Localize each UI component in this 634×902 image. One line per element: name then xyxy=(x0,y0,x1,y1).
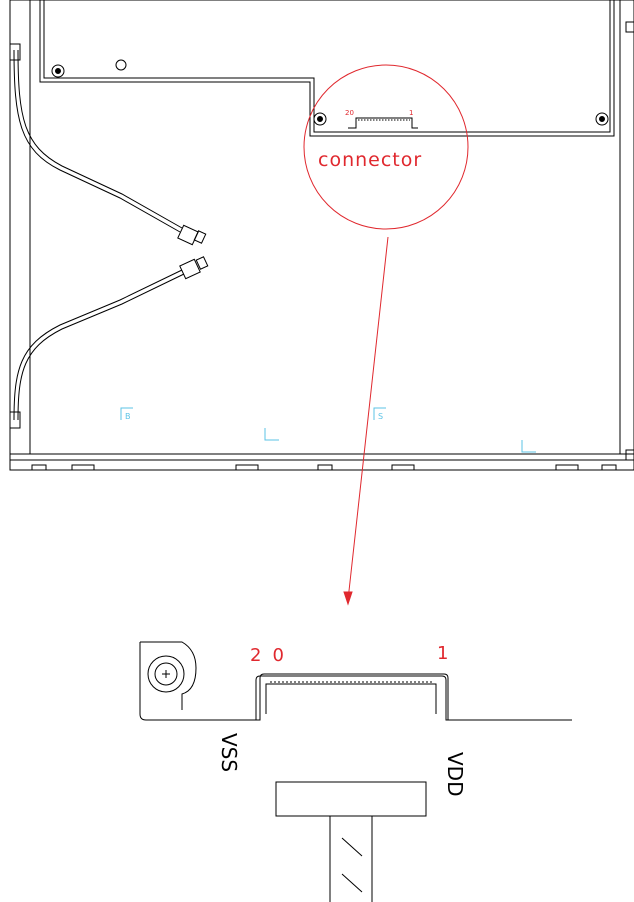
screw-hole xyxy=(595,112,609,126)
connector-callout xyxy=(303,64,469,606)
mounting-hole xyxy=(115,59,127,71)
pcb-board xyxy=(39,0,615,137)
backlight-cable-upper xyxy=(13,49,183,233)
marker-b xyxy=(120,407,279,441)
detail-screw-icon xyxy=(147,655,185,693)
cable-plug-lower xyxy=(179,256,209,280)
callout-label: connector xyxy=(318,149,422,171)
fpc-cable-plug xyxy=(275,781,427,817)
fpc-cable xyxy=(329,816,373,902)
vdd-label: VDD xyxy=(443,752,467,796)
screw-hole xyxy=(51,64,65,78)
marker-b-label: B xyxy=(125,412,131,421)
detail-pin-20: 20 xyxy=(250,645,284,666)
cable-plug-upper xyxy=(177,224,207,246)
connector-small xyxy=(348,117,418,129)
callout-pin-1: 1 xyxy=(409,109,413,117)
detail-board xyxy=(139,641,572,721)
callout-pin-20: 20 xyxy=(345,109,354,117)
backlight-cable-lower xyxy=(13,269,185,421)
marker-s-label: S xyxy=(378,412,383,421)
detail-pin-1: 1 xyxy=(437,643,448,664)
screw-hole xyxy=(313,112,327,126)
marker-s xyxy=(373,407,536,453)
vss-label: VSS xyxy=(217,733,241,772)
lcd-module-outline xyxy=(9,0,634,471)
detail-connector xyxy=(200,675,466,721)
